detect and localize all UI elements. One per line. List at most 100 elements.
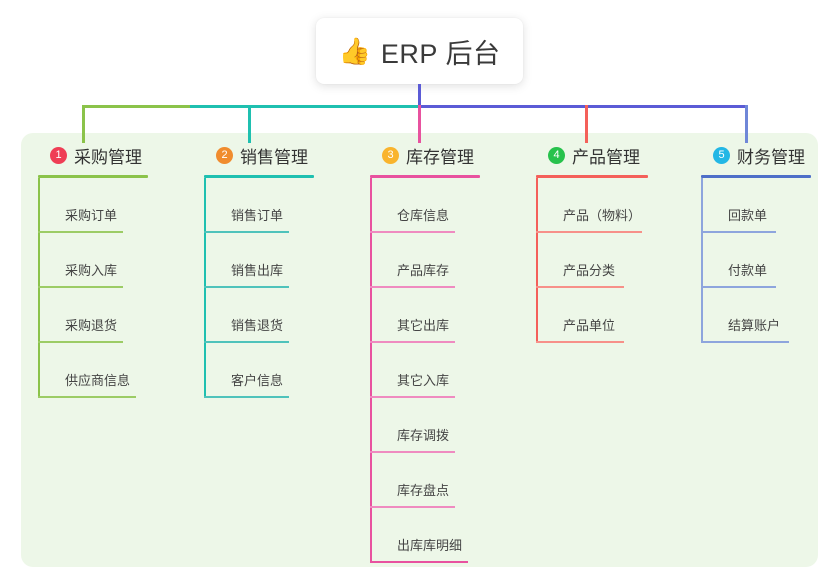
item-rule <box>701 286 776 288</box>
item-rule <box>204 231 289 233</box>
column-title-1: 采购管理 <box>74 147 142 167</box>
root-node-card[interactable]: 👍 ERP 后台 <box>316 18 523 84</box>
column-vline-2 <box>204 178 206 398</box>
list-item[interactable]: 其它入库 <box>370 343 516 398</box>
badge-number-2: 2 <box>216 146 233 164</box>
column-items-1: 采购订单 采购入库 采购退货 供应商信息 <box>38 178 184 398</box>
connector-bus-segment-teal <box>190 105 420 108</box>
connector-drop-column-2 <box>248 105 251 143</box>
list-item[interactable]: 销售订单 <box>204 178 350 233</box>
column-header-5[interactable]: 5 财务管理 <box>701 142 839 168</box>
column-header-2[interactable]: 2 销售管理 <box>204 142 350 168</box>
list-item[interactable]: 供应商信息 <box>38 343 184 398</box>
list-item[interactable]: 库存调拨 <box>370 398 516 453</box>
list-item[interactable]: 销售退货 <box>204 288 350 343</box>
item-label: 出库库明细 <box>397 538 463 553</box>
column-rule-5 <box>701 175 811 178</box>
list-item[interactable]: 销售出库 <box>204 233 350 288</box>
list-item[interactable]: 出库库明细 <box>370 508 516 563</box>
list-item[interactable]: 客户信息 <box>204 343 350 398</box>
item-label: 采购订单 <box>65 208 118 223</box>
item-rule <box>204 396 289 398</box>
item-rule <box>38 341 123 343</box>
item-rule <box>38 396 136 398</box>
column-header-4[interactable]: 4 产品管理 <box>536 142 686 168</box>
list-item[interactable]: 产品分类 <box>536 233 686 288</box>
badge-number-3: 3 <box>382 146 399 164</box>
list-item[interactable]: 库存盘点 <box>370 453 516 508</box>
column-vline-1 <box>38 178 40 398</box>
badge-number-5: 5 <box>713 146 730 164</box>
item-rule <box>701 341 789 343</box>
thumbs-up-icon: 👍 <box>338 36 371 66</box>
item-rule <box>204 341 289 343</box>
column-sales: 2 销售管理 销售订单 销售出库 销售退货 客户信息 <box>204 142 350 398</box>
item-label: 客户信息 <box>231 373 284 388</box>
connector-bus-segment-blue <box>418 105 748 108</box>
column-rule-3 <box>370 175 480 178</box>
item-label: 付款单 <box>728 263 768 278</box>
item-rule <box>370 506 455 508</box>
column-vline-4 <box>536 178 538 343</box>
badge-number-1: 1 <box>50 146 67 164</box>
item-label: 采购退货 <box>65 318 118 333</box>
column-items-3: 仓库信息 产品库存 其它出库 其它入库 库存调拨 库存盘点 <box>370 178 516 563</box>
item-label: 产品（物料） <box>563 208 642 223</box>
list-item[interactable]: 采购退货 <box>38 288 184 343</box>
list-item[interactable]: 仓库信息 <box>370 178 516 233</box>
column-title-4: 产品管理 <box>572 147 640 167</box>
item-label: 销售退货 <box>231 318 284 333</box>
item-label: 回款单 <box>728 208 768 223</box>
connector-drop-column-4 <box>585 105 588 143</box>
item-rule <box>38 286 123 288</box>
column-rule-4 <box>536 175 648 178</box>
list-item[interactable]: 付款单 <box>701 233 839 288</box>
item-rule <box>204 286 289 288</box>
item-label: 销售出库 <box>231 263 284 278</box>
item-rule <box>536 231 642 233</box>
item-label: 库存盘点 <box>397 483 450 498</box>
list-item[interactable]: 产品单位 <box>536 288 686 343</box>
diagram-panel <box>21 133 818 567</box>
item-label: 产品库存 <box>397 263 450 278</box>
list-item[interactable]: 结算账户 <box>701 288 839 343</box>
column-purchasing: 1 采购管理 采购订单 采购入库 采购退货 供应商信息 <box>38 142 184 398</box>
connector-drop-column-5 <box>745 105 748 143</box>
connector-stem-vertical <box>418 84 421 107</box>
item-rule <box>370 231 455 233</box>
item-label: 结算账户 <box>728 318 781 333</box>
column-product: 4 产品管理 产品（物料） 产品分类 产品单位 <box>536 142 686 343</box>
item-rule <box>370 341 455 343</box>
column-header-1[interactable]: 1 采购管理 <box>38 142 184 168</box>
item-label: 仓库信息 <box>397 208 450 223</box>
page-title: ERP 后台 <box>380 38 501 69</box>
item-label: 库存调拨 <box>397 428 450 443</box>
column-header-3[interactable]: 3 库存管理 <box>370 142 516 168</box>
column-items-5: 回款单 付款单 结算账户 <box>701 178 839 343</box>
badge-number-4: 4 <box>548 146 565 164</box>
item-label: 产品单位 <box>563 318 616 333</box>
item-rule <box>536 341 624 343</box>
list-item[interactable]: 采购入库 <box>38 233 184 288</box>
column-title-2: 销售管理 <box>240 147 308 167</box>
item-rule <box>536 286 624 288</box>
item-label: 其它出库 <box>397 318 450 333</box>
connector-drop-column-3 <box>418 105 421 143</box>
list-item[interactable]: 回款单 <box>701 178 839 233</box>
item-rule <box>370 561 468 563</box>
item-label: 其它入库 <box>397 373 450 388</box>
column-title-5: 财务管理 <box>737 147 805 167</box>
column-inventory: 3 库存管理 仓库信息 产品库存 其它出库 其它入库 库存调拨 <box>370 142 516 563</box>
connector-drop-column-1 <box>82 105 85 143</box>
list-item[interactable]: 产品库存 <box>370 233 516 288</box>
list-item[interactable]: 其它出库 <box>370 288 516 343</box>
item-label: 采购入库 <box>65 263 118 278</box>
column-vline-3 <box>370 178 372 563</box>
column-items-4: 产品（物料） 产品分类 产品单位 <box>536 178 686 343</box>
list-item[interactable]: 产品（物料） <box>536 178 686 233</box>
column-title-3: 库存管理 <box>406 147 474 167</box>
column-items-2: 销售订单 销售出库 销售退货 客户信息 <box>204 178 350 398</box>
column-rule-1 <box>38 175 148 178</box>
list-item[interactable]: 采购订单 <box>38 178 184 233</box>
